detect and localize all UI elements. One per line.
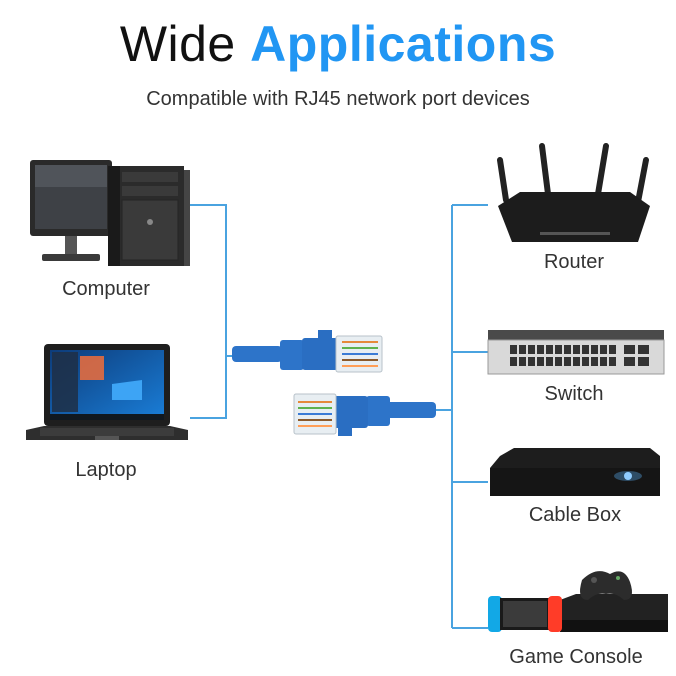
router-label: Router — [543, 251, 605, 273]
switch-label: Switch — [544, 383, 604, 405]
title-plain: Wide — [119, 16, 236, 72]
switch-port — [510, 357, 517, 366]
switch-port — [546, 357, 553, 366]
switch-port — [537, 357, 544, 366]
game-console-icon — [488, 571, 668, 632]
switch-port — [573, 357, 580, 366]
switch-port — [591, 345, 598, 354]
router-icon — [497, 143, 650, 242]
switch-port — [591, 357, 598, 366]
ethernet-cable-icon — [232, 330, 436, 436]
laptop-icon — [26, 344, 188, 440]
laptop-label: Laptop — [75, 459, 137, 481]
switch-port — [600, 345, 607, 354]
switch-port — [528, 357, 535, 366]
switch-sfp-port — [638, 345, 649, 354]
switch-port — [546, 345, 553, 354]
page-subtitle: Compatible with RJ45 network port device… — [146, 88, 530, 110]
switch-port — [609, 345, 616, 354]
switch-port — [609, 357, 616, 366]
game-console-label: Game Console — [509, 646, 643, 668]
computer-label: Computer — [62, 278, 150, 300]
switch-port — [564, 345, 571, 354]
switch-port — [582, 345, 589, 354]
switch-port — [510, 345, 517, 354]
switch-port — [555, 345, 562, 354]
switch-port — [519, 357, 526, 366]
switch-port — [528, 345, 535, 354]
switch-port — [582, 357, 589, 366]
switch-port — [564, 357, 571, 366]
switch-port — [600, 357, 607, 366]
cable-box-icon — [490, 448, 660, 496]
desktop-computer-icon — [30, 160, 190, 266]
connector-lines — [190, 204, 488, 629]
page-title: Wide Applications — [0, 14, 676, 74]
network-switch-icon — [487, 330, 665, 375]
cable-box-label: Cable Box — [528, 504, 622, 526]
title-accent: Applications — [250, 16, 557, 72]
switch-sfp-port — [624, 357, 635, 366]
switch-port — [537, 345, 544, 354]
switch-port — [573, 345, 580, 354]
switch-port — [519, 345, 526, 354]
switch-port — [555, 357, 562, 366]
switch-sfp-port — [624, 345, 635, 354]
switch-sfp-port — [638, 357, 649, 366]
